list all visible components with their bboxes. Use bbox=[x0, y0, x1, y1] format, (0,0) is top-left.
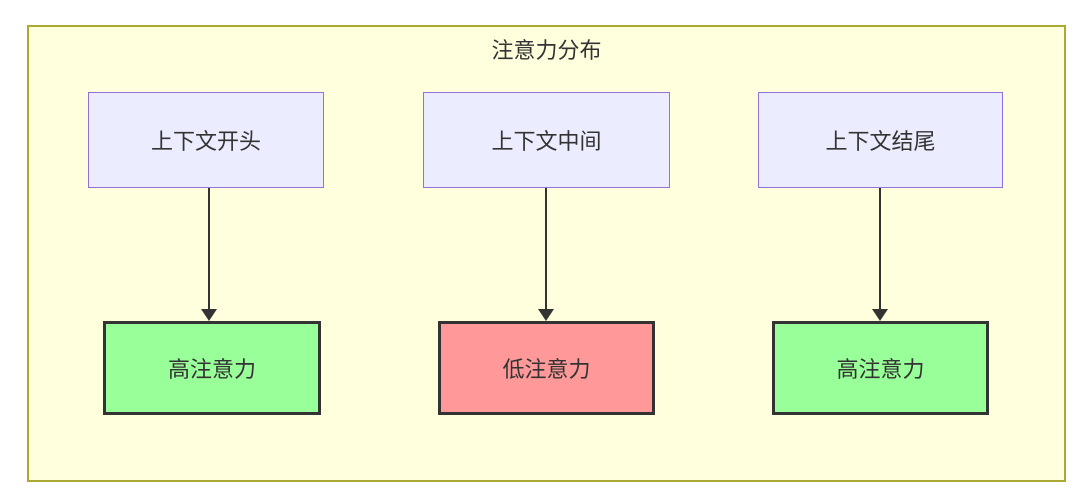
edge-middle-arrowhead-icon bbox=[538, 309, 554, 321]
node-low-attention: 低注意力 bbox=[438, 321, 655, 415]
node-context-middle: 上下文中间 bbox=[423, 92, 670, 188]
node-context-start: 上下文开头 bbox=[88, 92, 324, 188]
node-context-middle-label: 上下文中间 bbox=[491, 129, 602, 154]
node-high-attention-left: 高注意力 bbox=[103, 321, 321, 415]
edge-start-line bbox=[208, 188, 210, 309]
node-high-attention-left-label: 高注意力 bbox=[167, 357, 256, 382]
node-high-attention-right: 高注意力 bbox=[772, 321, 989, 415]
edge-middle-line bbox=[545, 188, 547, 309]
node-context-end-label: 上下文结尾 bbox=[825, 129, 936, 154]
node-context-end: 上下文结尾 bbox=[758, 92, 1003, 188]
edge-end-arrowhead-icon bbox=[872, 309, 888, 321]
edge-start-arrowhead-icon bbox=[201, 309, 217, 321]
node-low-attention-label: 低注意力 bbox=[502, 357, 591, 382]
node-context-start-label: 上下文开头 bbox=[150, 129, 261, 154]
edge-end-line bbox=[879, 188, 881, 309]
diagram-title: 注意力分布 bbox=[491, 38, 602, 63]
node-high-attention-right-label: 高注意力 bbox=[836, 357, 925, 382]
